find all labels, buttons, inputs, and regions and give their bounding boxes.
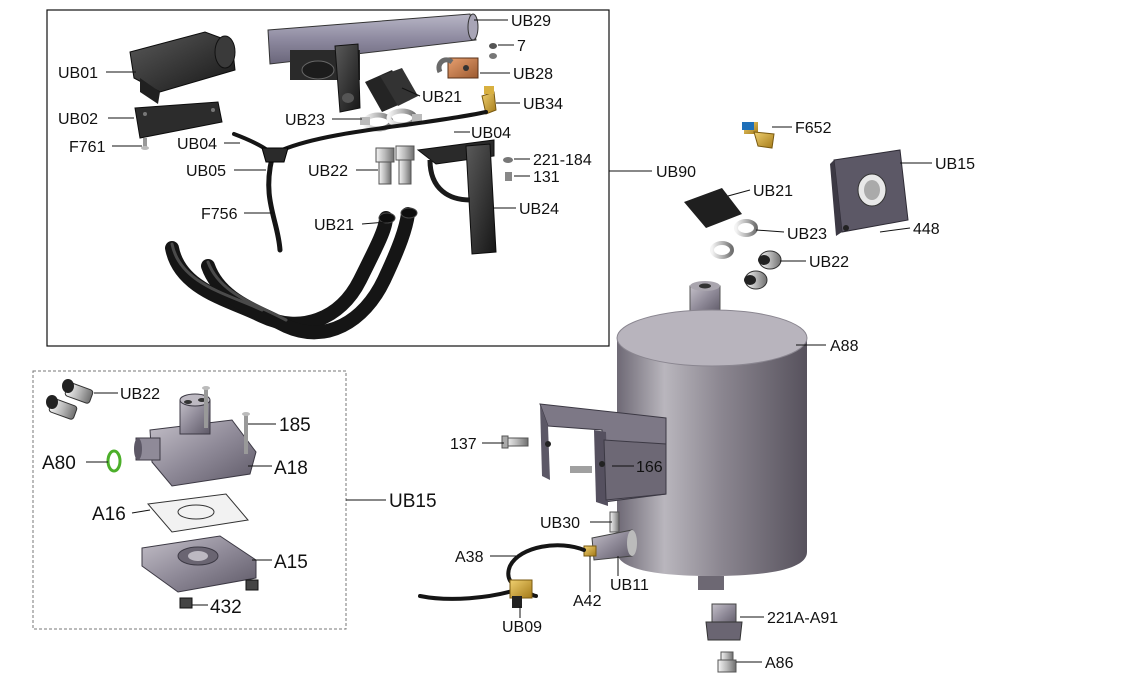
- part-ub29-rail: [267, 13, 479, 113]
- label-7: 7: [517, 38, 526, 55]
- leader-lines: [86, 19, 932, 663]
- part-221-184-washer: [503, 157, 513, 163]
- part-f761-screw: [141, 138, 149, 150]
- label-ub04-right: UB04: [471, 125, 511, 142]
- label-ub34: UB34: [523, 96, 563, 113]
- label-ub21-right: UB21: [753, 183, 793, 200]
- label-ub11: UB11: [610, 577, 649, 594]
- label-a18: A18: [274, 458, 308, 479]
- label-a38: A38: [455, 549, 484, 566]
- label-ub29: UB29: [511, 13, 551, 30]
- part-131-bolt: [505, 172, 512, 181]
- label-f652: F652: [795, 120, 832, 137]
- part-a16-gasket: [147, 493, 249, 533]
- label-a16: A16: [92, 504, 126, 525]
- part-ub15-housing: [830, 149, 909, 236]
- label-137: 137: [450, 436, 477, 453]
- part-ub02-plate: [134, 101, 223, 139]
- label-ub23-right: UB23: [787, 226, 827, 243]
- part-432-nuts: [179, 579, 259, 609]
- label-185: 185: [279, 415, 311, 436]
- part-ub22-fittings-box: [46, 379, 94, 420]
- label-ub22-top: UB22: [308, 163, 348, 180]
- part-a80-seal: [106, 449, 122, 473]
- part-7-screws: [489, 43, 497, 59]
- leader-ub21-right: [727, 189, 751, 197]
- label-448: 448: [913, 221, 940, 238]
- label-ub21-mid: UB21: [314, 217, 354, 234]
- label-ub04-left: UB04: [177, 136, 217, 153]
- part-ub22-fittings-top: [375, 145, 415, 185]
- label-131: 131: [533, 169, 560, 186]
- ub90-kit-frame: [46, 9, 610, 347]
- label-221-184: 221-184: [533, 152, 592, 169]
- part-ub22-fittings-right: [744, 250, 782, 290]
- label-ub23-top: UB23: [285, 112, 325, 129]
- part-ub04-hoses: [232, 110, 488, 253]
- label-221a-a91: 221A-A91: [767, 610, 838, 627]
- part-a18-cover: [134, 386, 257, 487]
- leader-448: [879, 227, 911, 233]
- label-ub90: UB90: [656, 164, 696, 181]
- label-a86: A86: [765, 655, 794, 672]
- part-f652-fitting: [742, 122, 775, 149]
- part-a86-fitting: [717, 651, 737, 673]
- label-ub22-box: UB22: [120, 386, 160, 403]
- label-f756: F756: [201, 206, 238, 223]
- part-ub01-intake: [129, 31, 236, 104]
- label-ub01: UB01: [58, 65, 98, 82]
- part-a38-hose: [418, 543, 586, 601]
- leader-a16: [131, 509, 151, 514]
- label-432: 432: [210, 597, 242, 618]
- label-ub15-right: UB15: [935, 156, 975, 173]
- label-a15: A15: [274, 552, 308, 573]
- label-ub09: UB09: [502, 619, 542, 636]
- label-ub30: UB30: [540, 515, 580, 532]
- label-a80: A80: [42, 453, 76, 474]
- part-a15-base: [141, 535, 257, 593]
- label-ub24: UB24: [519, 201, 559, 218]
- part-ub21-exhaust-hoses: [165, 207, 418, 340]
- leader-ub21-mid: [361, 221, 387, 225]
- label-ub02: UB02: [58, 111, 98, 128]
- label-a88: A88: [830, 338, 859, 355]
- label-f761: F761: [69, 139, 106, 156]
- part-137-bolt: [501, 435, 529, 449]
- label-166: 166: [636, 459, 663, 476]
- part-ub24-bracket: [416, 139, 497, 255]
- part-ub09-tee: [509, 579, 533, 608]
- part-a88-tank: [616, 281, 808, 590]
- part-221a-a91-nut: [705, 603, 743, 641]
- part-ub23-clamps-right: [710, 219, 758, 259]
- label-a42: A42: [573, 593, 602, 610]
- label-ub05: UB05: [186, 163, 226, 180]
- leader-ub21-top: [401, 87, 421, 97]
- part-ub34-elbow: [481, 86, 497, 115]
- part-labels: UB29 7 UB01 UB28 UB21 UB34 UB02 UB23 UB0…: [42, 13, 975, 672]
- part-ub21-shield-top: [365, 68, 418, 112]
- part-166-bracket: [539, 403, 667, 506]
- part-ub28-bracket: [436, 57, 479, 79]
- part-a42-fitting: [583, 545, 597, 557]
- label-ub28: UB28: [513, 66, 553, 83]
- part-ub05-tee: [261, 147, 289, 163]
- label-ub15-box: UB15: [389, 491, 437, 512]
- label-ub21-top: UB21: [422, 89, 462, 106]
- part-ub21-shield-right: [684, 188, 742, 228]
- part-ub11-fitting: [591, 529, 637, 561]
- leader-ub23-right: [755, 229, 785, 233]
- label-ub22-right: UB22: [809, 254, 849, 271]
